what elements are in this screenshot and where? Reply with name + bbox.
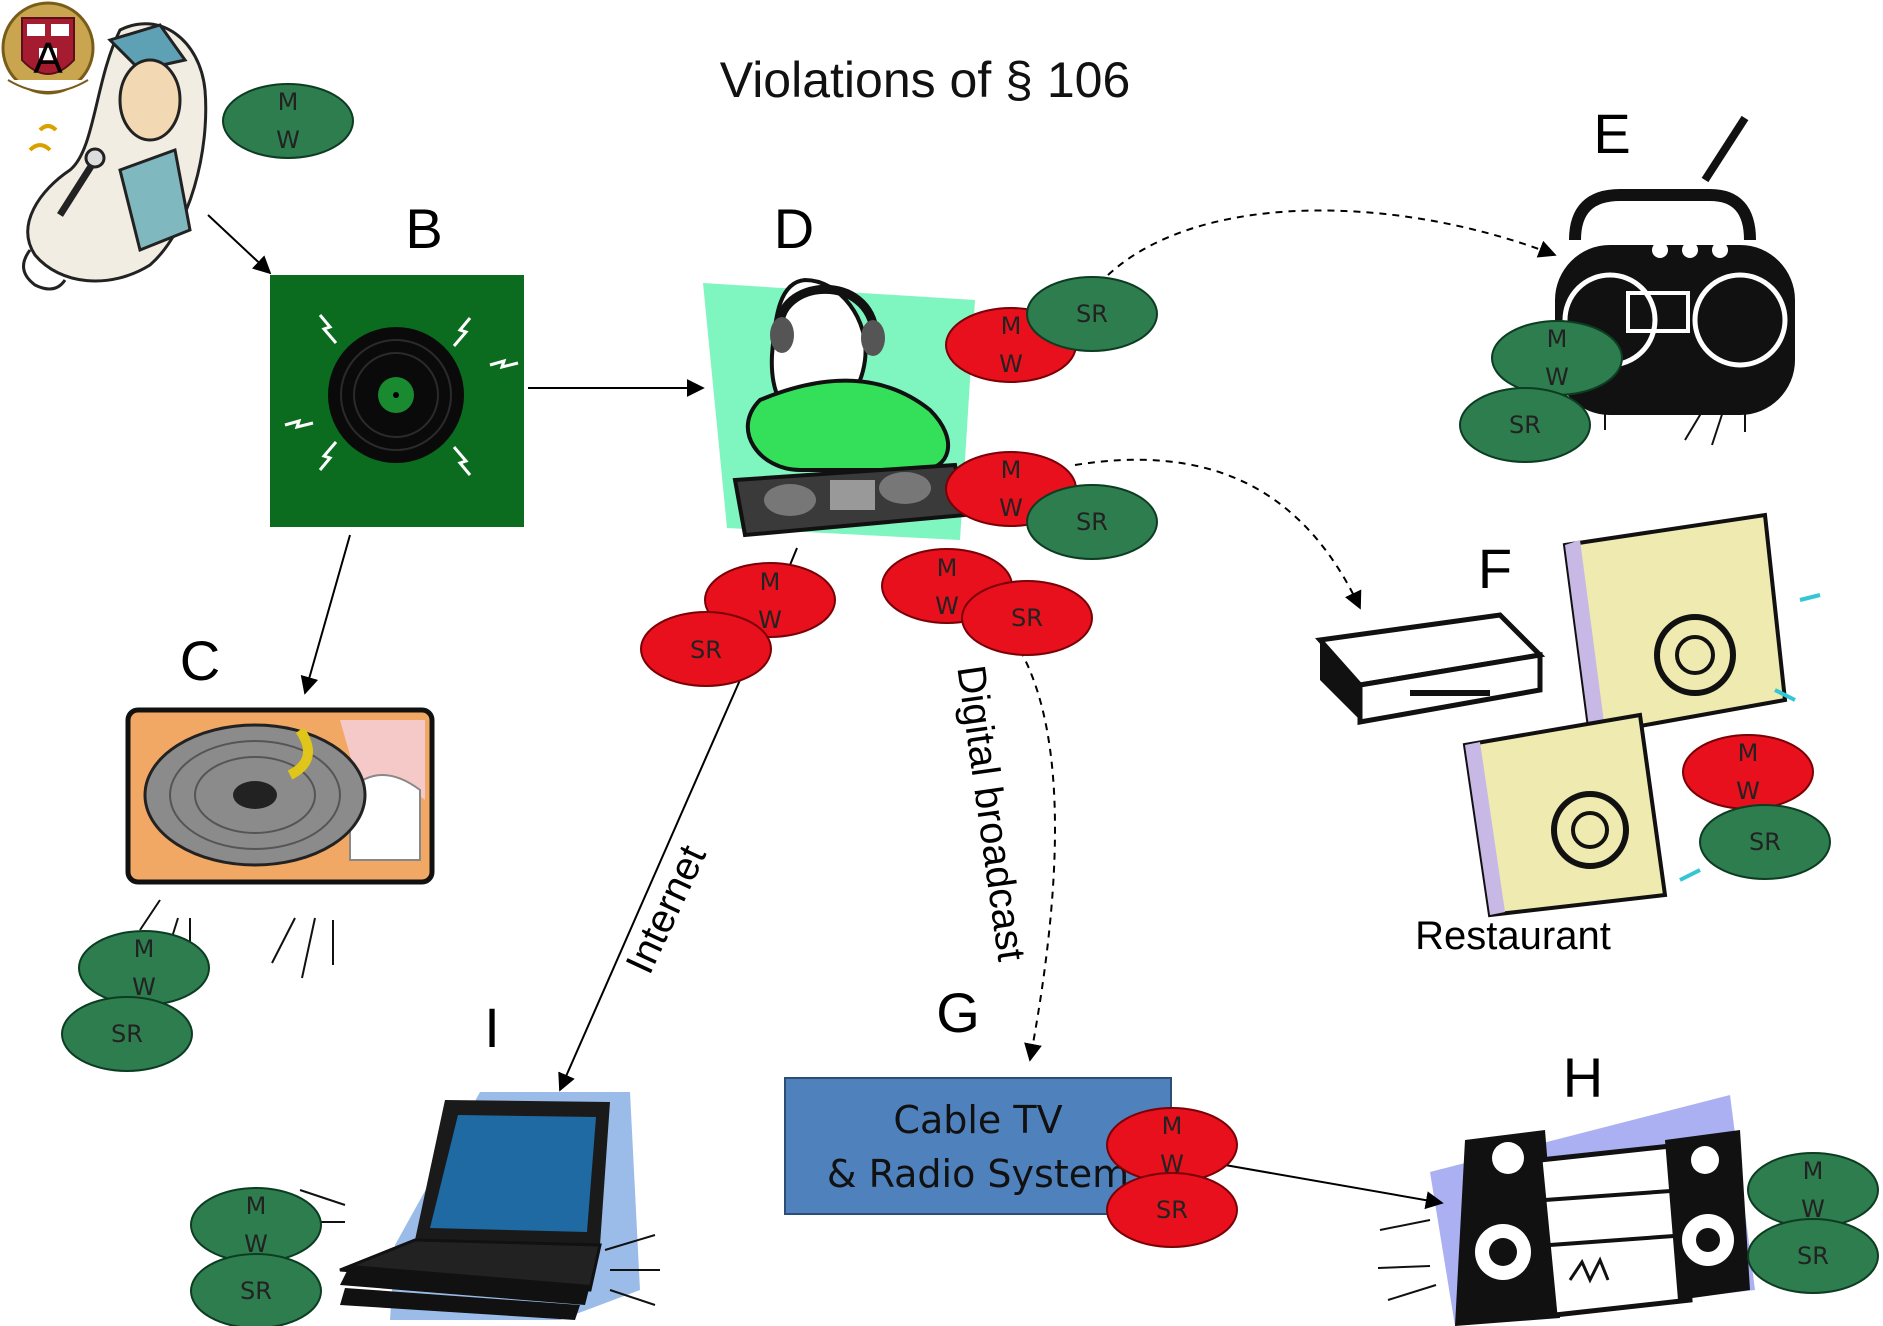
svg-text:W: W (999, 494, 1023, 522)
node-a-letter: A (33, 34, 63, 83)
node-f-letter: F (1478, 537, 1512, 600)
svg-text:M: M (1803, 1157, 1824, 1185)
node-h-letter: H (1563, 1046, 1603, 1109)
svg-text:M: M (1001, 312, 1022, 340)
svg-text:SR: SR (1749, 828, 1781, 856)
tag-sr-g: SR (1106, 1172, 1238, 1248)
edge-stub-d (789, 547, 798, 566)
tag-mw-e: M W (1491, 320, 1623, 396)
tag-mw-c: M W (78, 930, 210, 1006)
svg-text:SR: SR (240, 1277, 272, 1305)
svg-text:M: M (760, 568, 781, 596)
node-g-letter: G (936, 981, 980, 1044)
edge-d-to-i (558, 679, 741, 1092)
node-b-letter: B (405, 197, 442, 260)
tag-mw-h: M W (1747, 1152, 1879, 1228)
svg-text:SR: SR (1797, 1242, 1829, 1270)
tag-mw-g: M W (1106, 1107, 1238, 1183)
tag-sr-d-mid: SR (1026, 484, 1158, 560)
svg-text:SR: SR (690, 636, 722, 664)
svg-text:M: M (1162, 1112, 1183, 1140)
internet-label: Internet (618, 839, 715, 981)
svg-text:M: M (134, 935, 155, 963)
node-h-stereo (1377, 1095, 1755, 1326)
node-d-dj (703, 277, 975, 540)
harvard-seal (1, 1, 95, 95)
tag-mw-a: M W (222, 83, 354, 159)
tag-sr-i: SR (190, 1253, 322, 1326)
svg-text:SR: SR (1076, 508, 1108, 536)
svg-text:W: W (244, 1230, 268, 1258)
node-e-boombox (1555, 115, 1795, 446)
tag-mw-f: M W (1682, 734, 1814, 810)
svg-text:M: M (1738, 739, 1759, 767)
node-c-letter: C (180, 629, 220, 692)
svg-text:SR: SR (1011, 604, 1043, 632)
restaurant-caption: Restaurant (1415, 914, 1611, 958)
cable-box-line2: & Radio System (827, 1152, 1129, 1196)
svg-text:W: W (999, 350, 1023, 378)
svg-text:W: W (132, 973, 156, 1001)
edge-g-to-h (1224, 1164, 1444, 1210)
edge-a-to-b (207, 214, 272, 275)
tag-sr-d-bottom: SR (961, 580, 1093, 656)
svg-text:M: M (937, 554, 958, 582)
svg-text:SR: SR (1076, 300, 1108, 328)
svg-text:W: W (758, 606, 782, 634)
digital-broadcast-label: Digital broadcast (948, 663, 1033, 964)
lightning-icons (284, 314, 519, 476)
svg-text:W: W (1545, 363, 1569, 391)
edge-d-to-g (1019, 649, 1056, 1062)
svg-text:M: M (1547, 325, 1568, 353)
svg-text:W: W (1801, 1195, 1825, 1223)
node-c-turntable (125, 707, 435, 979)
page-title: Violations of § 106 (720, 52, 1131, 108)
node-f-restaurant-system (1315, 512, 1821, 918)
node-d-letter: D (774, 197, 814, 260)
svg-text:SR: SR (111, 1020, 143, 1048)
svg-text:M: M (278, 88, 299, 116)
svg-text:W: W (1160, 1150, 1184, 1178)
singer-illustration (22, 22, 208, 291)
svg-text:M: M (1001, 456, 1022, 484)
edge-d-to-e (1107, 209, 1557, 276)
svg-text:W: W (935, 592, 959, 620)
node-a-singer: A (1, 1, 208, 291)
cable-box-line1: Cable TV (893, 1098, 1062, 1142)
node-e-letter: E (1593, 102, 1630, 165)
tag-sr-f: SR (1699, 804, 1831, 880)
svg-text:W: W (1736, 777, 1760, 805)
node-i-laptop (299, 1092, 660, 1320)
node-i-letter: I (484, 996, 500, 1059)
tag-sr-c: SR (61, 996, 193, 1072)
edges (207, 209, 1557, 1210)
svg-text:SR: SR (1509, 411, 1541, 439)
tag-sr-d-left: SR (640, 611, 772, 687)
tag-sr-h: SR (1747, 1218, 1879, 1294)
svg-text:SR: SR (1156, 1196, 1188, 1224)
edge-d-to-f (1074, 458, 1362, 610)
svg-text:W: W (276, 126, 300, 154)
tag-sr-e: SR (1459, 387, 1591, 463)
edge-b-to-c (300, 534, 351, 695)
tag-sr-d-top: SR (1026, 276, 1158, 352)
svg-text:M: M (246, 1192, 267, 1220)
tag-mw-i: M W (190, 1187, 322, 1263)
node-b-record (270, 275, 524, 527)
